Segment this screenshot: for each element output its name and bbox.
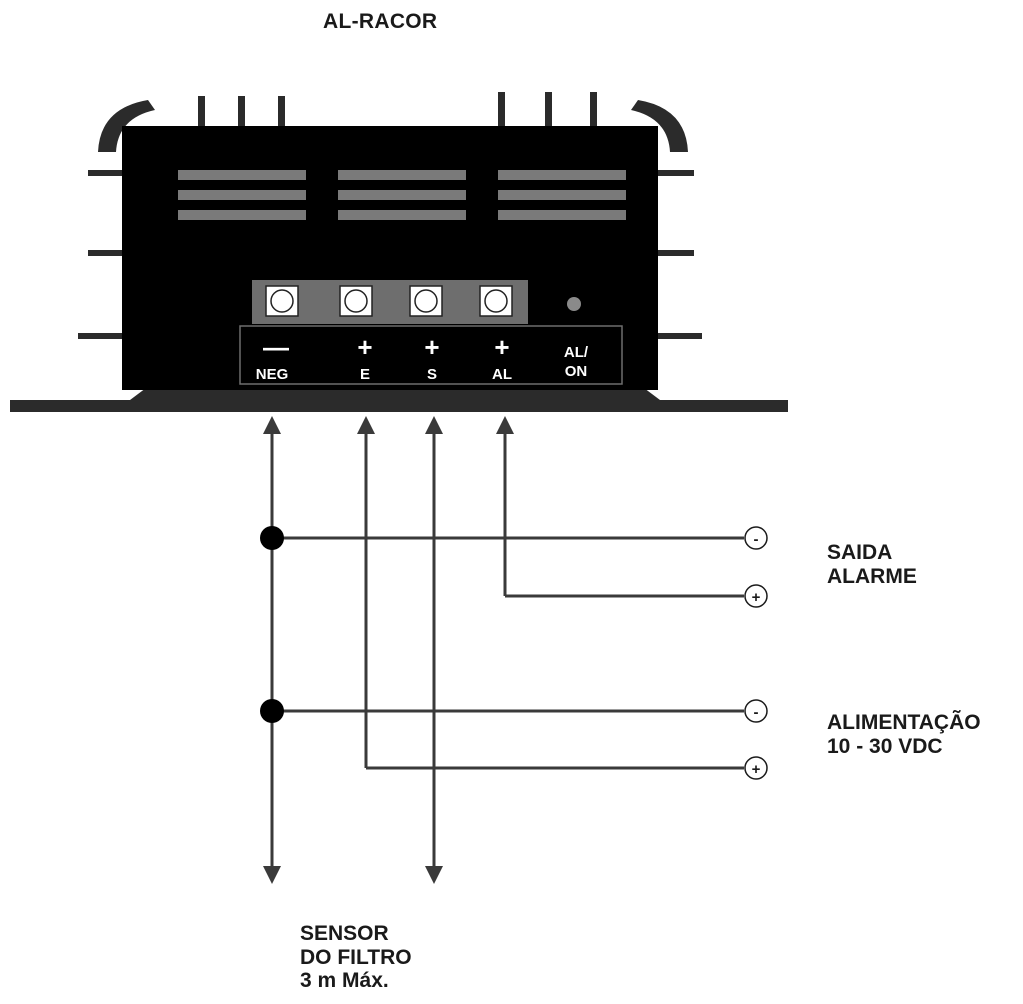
terminal-name-e: E [360, 366, 370, 383]
polarity-neg-icon: - [754, 531, 759, 548]
terminal-sign-e: + [357, 332, 372, 362]
heatsink-fin [658, 250, 694, 256]
polarity-pos-icon: + [752, 589, 761, 606]
junction-dot [260, 699, 284, 723]
saida-line1: SAIDA [827, 541, 893, 564]
sensor-line1: SENSOR [300, 922, 389, 945]
led-label-line1: AL/ [564, 344, 589, 361]
polarity-neg-icon: - [754, 704, 759, 721]
sensor-line2: DO FILTRO [300, 945, 412, 969]
terminal-labels: — NEG + E + S + AL AL/ ON [256, 332, 589, 383]
label-sensor-filtro: SENSOR DO FILTRO 3 m Máx. [300, 922, 412, 993]
wiring [263, 416, 744, 884]
heatsink-fin [88, 250, 122, 256]
terminal-sign-al: + [494, 332, 509, 362]
led-label-line2: ON [565, 363, 588, 380]
terminal-sign-s: + [424, 332, 439, 362]
terminal-screw-neg[interactable] [265, 285, 299, 317]
polarity-pos-icon: + [752, 761, 761, 778]
alim-line2: 10 - 30 VDC [827, 734, 943, 758]
saida-line2: ALARME [827, 564, 917, 588]
terminal-name-s: S [427, 366, 437, 383]
heatsink-fin [658, 170, 694, 176]
terminal-name-neg: NEG [256, 366, 289, 383]
vent-grille [178, 170, 626, 220]
heatsink-fins-right [631, 100, 702, 339]
label-saida-alarme: SAIDA ALARME [827, 541, 917, 588]
polarity-markers: - + - + [744, 526, 768, 780]
sensor-line3: 3 m Máx. [300, 969, 389, 993]
terminal-screw-s[interactable] [409, 285, 443, 317]
device-title: AL-RACOR [323, 10, 438, 33]
junction-dot [260, 526, 284, 550]
label-alimentacao: ALIMENTAÇÃO 10 - 30 VDC [827, 711, 981, 758]
heatsink-curl-left [98, 100, 155, 152]
terminal-screws [265, 285, 513, 317]
terminal-name-al: AL [492, 366, 512, 383]
terminal-screw-e[interactable] [339, 285, 373, 317]
heatsink-curl-right [631, 100, 688, 152]
terminal-label-panel [239, 325, 623, 385]
terminal-sign-neg: — [263, 332, 289, 362]
heatsink-fin [658, 333, 702, 339]
terminal-screw-al[interactable] [479, 285, 513, 317]
heatsink-fin [78, 333, 122, 339]
alim-line1: ALIMENTAÇÃO [827, 711, 981, 734]
heatsink-fins-top [198, 92, 597, 126]
status-led [567, 297, 581, 311]
heatsink-fin [88, 170, 122, 176]
heatsink-fins-left [78, 100, 155, 339]
housing-base-flange [10, 385, 788, 412]
